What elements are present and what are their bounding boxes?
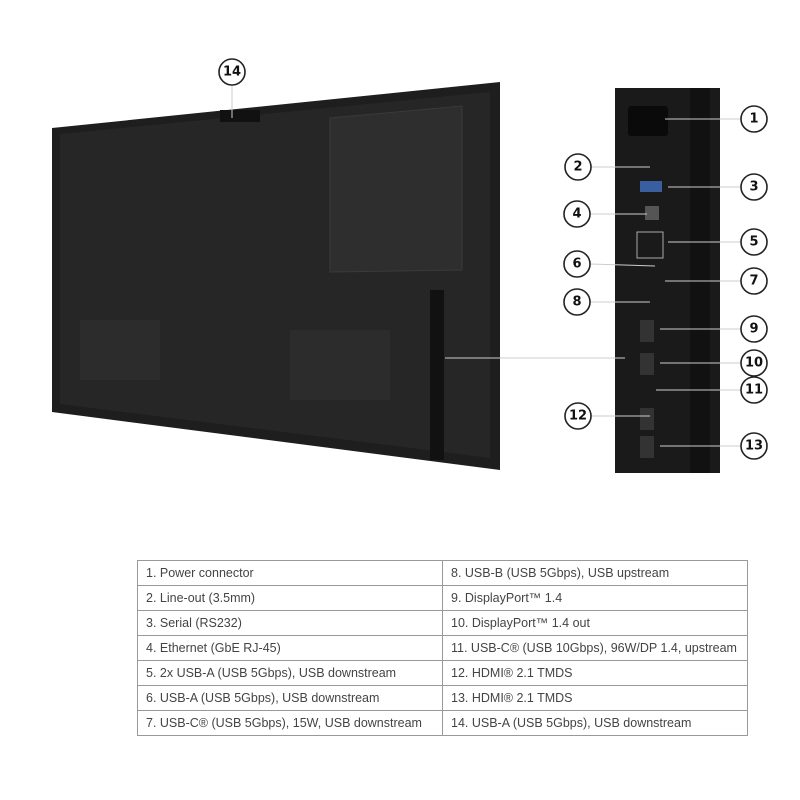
callout-3: 3 — [740, 173, 768, 201]
callout-number: 3 — [749, 180, 758, 195]
callout-13: 13 — [740, 432, 768, 460]
port-description-left: 6. USB-A (USB 5Gbps), USB downstream — [137, 685, 443, 711]
callout-number: 13 — [745, 439, 763, 454]
table-row: 3. Serial (RS232)10. DisplayPort™ 1.4 ou… — [137, 610, 748, 636]
callout-7: 7 — [740, 267, 768, 295]
table-row: 4. Ethernet (GbE RJ-45)11. USB-C® (USB 1… — [137, 635, 748, 661]
callout-4: 4 — [563, 200, 591, 228]
monitor-back — [52, 82, 500, 470]
callout-12: 12 — [564, 402, 592, 430]
port-description-left: 1. Power connector — [137, 560, 443, 586]
leader-lines — [231, 85, 741, 447]
callout-number: 7 — [749, 274, 758, 289]
callout-1: 1 — [740, 105, 768, 133]
callout-number: 2 — [573, 160, 582, 175]
port-description-left: 3. Serial (RS232) — [137, 610, 443, 636]
callout-6: 6 — [563, 250, 591, 278]
callout-circle — [740, 315, 768, 343]
port-description-right: 11. USB-C® (USB 10Gbps), 96W/DP 1.4, ups… — [442, 635, 748, 661]
callout-10: 10 — [740, 349, 768, 377]
port-description-right: 13. HDMI® 2.1 TMDS — [442, 685, 748, 711]
table-row: 2. Line-out (3.5mm)9. DisplayPort™ 1.4 — [137, 585, 748, 611]
callout-number: 12 — [569, 409, 587, 424]
callout-number: 1 — [749, 112, 758, 127]
callout-number: 9 — [749, 322, 758, 337]
port-description-left: 7. USB-C® (USB 5Gbps), 15W, USB downstre… — [137, 710, 443, 736]
callout-14: 14 — [218, 58, 246, 86]
callout-circle — [740, 432, 768, 460]
port-description-right: 14. USB-A (USB 5Gbps), USB downstream — [442, 710, 748, 736]
port-description-left: 2. Line-out (3.5mm) — [137, 585, 443, 611]
callout-circle — [740, 267, 768, 295]
port-description-left: 5. 2x USB-A (USB 5Gbps), USB downstream — [137, 660, 443, 686]
callout-circle — [564, 402, 592, 430]
port-description-left: 4. Ethernet (GbE RJ-45) — [137, 635, 443, 661]
callout-8: 8 — [563, 288, 591, 316]
callout-5: 5 — [740, 228, 768, 256]
callout-9: 9 — [740, 315, 768, 343]
callout-number: 8 — [572, 295, 581, 310]
callout-number: 14 — [223, 65, 241, 80]
callout-2: 2 — [564, 153, 592, 181]
callout-number: 4 — [572, 207, 581, 222]
callout-circle — [740, 228, 768, 256]
callout-number: 10 — [745, 356, 763, 371]
port-description-right: 12. HDMI® 2.1 TMDS — [442, 660, 748, 686]
port-description-right: 9. DisplayPort™ 1.4 — [442, 585, 748, 611]
callout-circle — [740, 349, 768, 377]
port-description-right: 8. USB-B (USB 5Gbps), USB upstream — [442, 560, 748, 586]
callout-circle — [740, 105, 768, 133]
callout-number: 5 — [749, 235, 758, 250]
callout-number: 11 — [745, 383, 763, 398]
port-description-right: 10. DisplayPort™ 1.4 out — [442, 610, 748, 636]
callout-circle — [740, 376, 768, 404]
callout-circle — [218, 58, 246, 86]
table-row: 7. USB-C® (USB 5Gbps), 15W, USB downstre… — [137, 710, 748, 736]
callout-number: 6 — [572, 257, 581, 272]
callout-circle — [563, 288, 591, 316]
callout-circle — [563, 200, 591, 228]
callout-circle — [563, 250, 591, 278]
callout-11: 11 — [740, 376, 768, 404]
callout-circle — [740, 173, 768, 201]
callout-circle — [564, 153, 592, 181]
